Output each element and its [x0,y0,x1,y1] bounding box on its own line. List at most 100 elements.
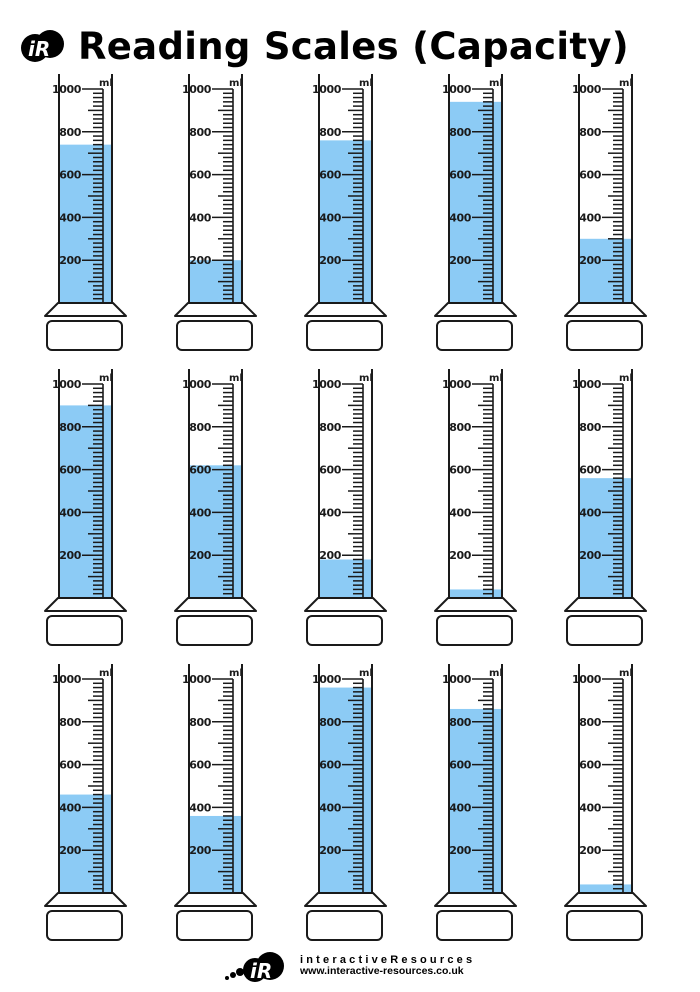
ir-logo-icon: iR [20,24,64,68]
answer-box[interactable] [46,910,123,941]
scale-label: 600 [579,169,602,182]
answer-box[interactable] [436,910,513,941]
scale-label: 600 [449,169,472,182]
liquid-fill [449,589,502,598]
scale-label: 1000 [572,673,602,686]
svg-text:iR: iR [250,959,272,983]
answer-box[interactable] [46,320,123,351]
scale-label: 600 [59,759,82,772]
unit-label: ml [229,78,243,89]
answer-box[interactable] [436,615,513,646]
scale-label: 200 [189,844,212,857]
answer-box[interactable] [306,320,383,351]
scale-label: 400 [449,506,472,519]
scale-label: 600 [449,464,472,477]
cylinder-base [174,597,257,612]
scale-label: 400 [59,801,82,814]
unit-label: ml [99,78,113,89]
scale-label: 600 [319,464,342,477]
scale-label: 1000 [52,673,82,686]
footer-text: interactiveResources www.interactive-res… [300,954,475,978]
scale-label: 400 [449,801,472,814]
cylinder-base [304,302,387,317]
cylinder-base [434,597,517,612]
scale-label: 1000 [442,378,472,391]
scale-label: 800 [449,126,472,139]
scale-label: 200 [449,254,472,267]
unit-label: ml [359,668,373,679]
scale-label: 200 [579,549,602,562]
header: iR Reading Scales (Capacity) [20,14,629,78]
scale-label: 800 [189,716,212,729]
scale-label: 400 [189,506,212,519]
scale-label: 400 [189,211,212,224]
liquid-fill [189,465,242,598]
cylinder-base [44,892,127,907]
scale-label: 200 [319,549,342,562]
answer-box[interactable] [176,910,253,941]
cylinder-base [434,892,517,907]
scale-label: 800 [579,716,602,729]
cylinder-base [434,302,517,317]
scale-label: 400 [449,211,472,224]
answer-box[interactable] [46,615,123,646]
answer-box[interactable] [306,910,383,941]
answer-box[interactable] [566,615,643,646]
footer: iR interactiveResources www.interactive-… [222,944,475,988]
liquid-fill [579,478,632,598]
unit-label: ml [619,373,633,384]
svg-text:iR: iR [28,37,50,61]
answer-box[interactable] [306,615,383,646]
cylinder-base [44,597,127,612]
scale-label: 1000 [442,83,472,96]
answer-box[interactable] [566,910,643,941]
scale-label: 800 [449,421,472,434]
scale-label: 800 [319,421,342,434]
cylinder-base [174,892,257,907]
cylinder-base [174,302,257,317]
unit-label: ml [619,668,633,679]
unit-label: ml [619,78,633,89]
scale-label: 800 [579,126,602,139]
scale-label: 1000 [572,83,602,96]
scale-label: 1000 [182,673,212,686]
liquid-fill [319,559,372,598]
scale-label: 200 [579,254,602,267]
scale-label: 1000 [182,83,212,96]
scale-label: 200 [449,549,472,562]
scale-label: 200 [579,844,602,857]
page-title: Reading Scales (Capacity) [78,24,629,68]
scale-label: 800 [319,126,342,139]
scale-label: 800 [579,421,602,434]
scale-label: 200 [59,254,82,267]
scale-label: 800 [59,716,82,729]
answer-box[interactable] [176,320,253,351]
cylinder-base [44,302,127,317]
unit-label: ml [229,373,243,384]
answer-box[interactable] [176,615,253,646]
answer-box[interactable] [566,320,643,351]
scale-label: 1000 [312,378,342,391]
answer-box[interactable] [436,320,513,351]
scale-label: 600 [449,759,472,772]
scale-label: 200 [449,844,472,857]
cylinder-base [564,302,647,317]
unit-label: ml [229,668,243,679]
liquid-fill [579,238,632,303]
scale-label: 800 [319,716,342,729]
cylinder-base [304,597,387,612]
cylinder-base [564,597,647,612]
